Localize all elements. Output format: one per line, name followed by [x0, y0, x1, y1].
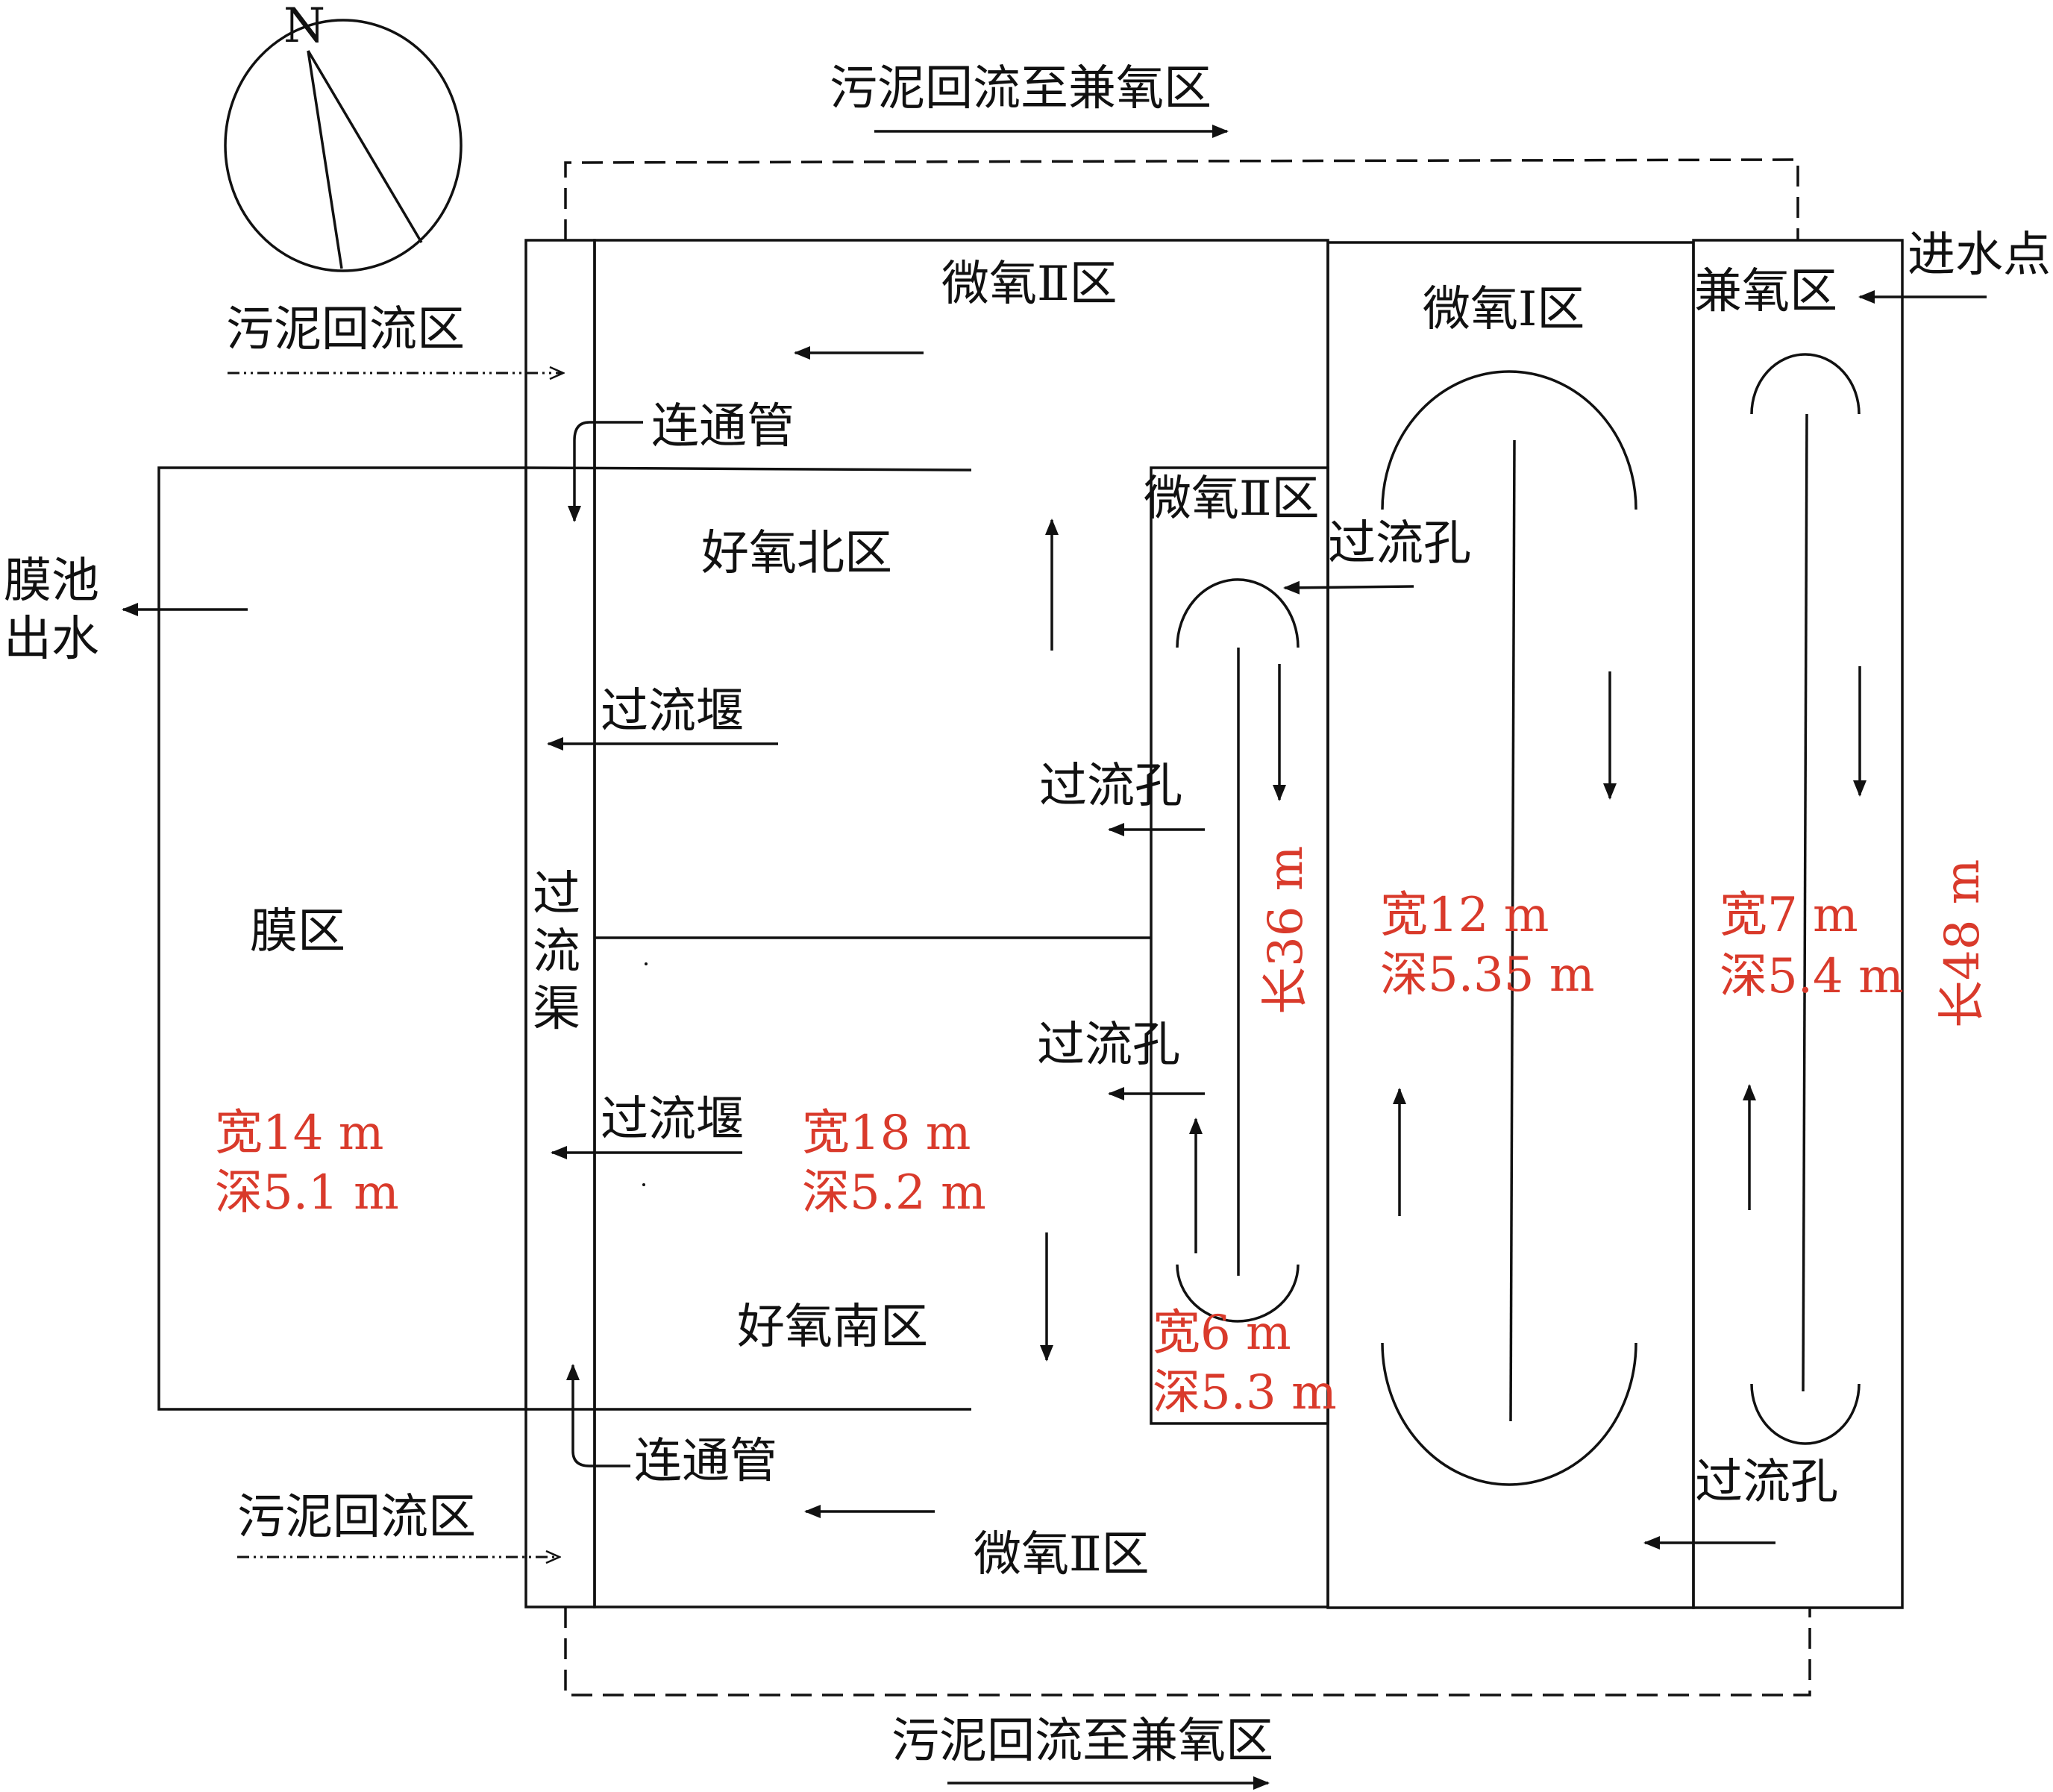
micro-oxic-2-mid-label: 微氧Ⅱ区 [1144, 472, 1320, 527]
sludge-return-zone-bottom-label: 污泥回流区 [237, 1490, 476, 1545]
membrane-zone-label: 膜区 [250, 904, 345, 959]
aerobic-north-top-wall [525, 466, 972, 472]
connecting-pipe-bottom-label: 连通管 [634, 1434, 777, 1489]
marker-dot [645, 962, 648, 965]
inflow-point-label: 进水点 [1908, 228, 2051, 283]
membrane-width-label: 宽14 m [215, 1106, 383, 1161]
aerobic-north-label: 好氧北区 [701, 526, 892, 581]
overflow-channel-char-1: 过 [533, 867, 580, 922]
total-length-label: 长48 m [1935, 859, 1990, 1028]
membrane-effluent-label-1: 膜池 [4, 554, 99, 609]
sludge-return-line-bottom [564, 1607, 1811, 1697]
connecting-pipe-bottom-arrow [566, 1364, 630, 1467]
marker-dot [642, 1183, 645, 1186]
sludge-return-bottom-label: 污泥回流至兼氧区 [891, 1714, 1273, 1769]
micro-oxic-2-top-label: 微氧Ⅱ区 [941, 257, 1118, 312]
weir-top-label: 过流堰 [601, 684, 744, 739]
aerobic-width-label: 宽18 m [802, 1106, 971, 1161]
connecting-pipe-top-arrow [568, 421, 643, 522]
anoxic-zone-label: 兼氧区 [1694, 264, 1837, 319]
sludge-return-line-top [564, 158, 1799, 240]
overflow-channel [524, 239, 596, 1608]
aerobic-depth-label: 深5.2 m [802, 1165, 986, 1221]
anoxic-flow [1743, 353, 1866, 1445]
micro1-width-label: 宽12 m [1380, 888, 1549, 943]
micro-oxic-2-bottom-label: 微氧Ⅱ区 [974, 1527, 1150, 1582]
orifice-arrow-1 [1283, 580, 1414, 595]
sludge-return-zone-top-label: 污泥回流区 [226, 302, 465, 357]
micro1-depth-label: 深5.35 m [1380, 947, 1595, 1003]
micro-oxic-1-label: 微氧Ⅰ区 [1423, 282, 1585, 337]
weir-bottom-label: 过流堰 [601, 1092, 744, 1147]
north-compass: N [224, 0, 463, 272]
membrane-effluent-label-2: 出水 [4, 612, 99, 667]
membrane-depth-label: 深5.1 m [215, 1165, 399, 1221]
orifice-label-4: 过流孔 [1695, 1455, 1838, 1510]
micro2-length-label: 长36 m [1259, 846, 1314, 1015]
micro2-width-label: 宽6 m [1153, 1306, 1291, 1361]
micro-oxic-2-flow [1176, 578, 1300, 1323]
aerobic-south-label: 好氧南区 [737, 1300, 928, 1355]
micro2-depth-label: 深5.3 m [1153, 1365, 1337, 1420]
anoxic-width-label: 宽7 m [1720, 888, 1858, 943]
sludge-return-top-label: 污泥回流至兼氧区 [830, 61, 1212, 116]
compass-north-label: N [283, 0, 325, 54]
orifice-label-3: 过流孔 [1037, 1018, 1180, 1073]
orifice-label-1: 过流孔 [1328, 516, 1471, 571]
anoxic-depth-label: 深5.4 m [1720, 949, 1904, 1004]
anoxic-zone-box [1692, 239, 1904, 1609]
overflow-channel-char-2: 流 [533, 924, 580, 980]
connecting-pipe-top-label: 连通管 [651, 399, 794, 454]
orifice-label-2: 过流孔 [1039, 759, 1182, 814]
overflow-channel-char-3: 渠 [533, 982, 580, 1037]
micro-oxic-1-flow [1381, 370, 1637, 1486]
